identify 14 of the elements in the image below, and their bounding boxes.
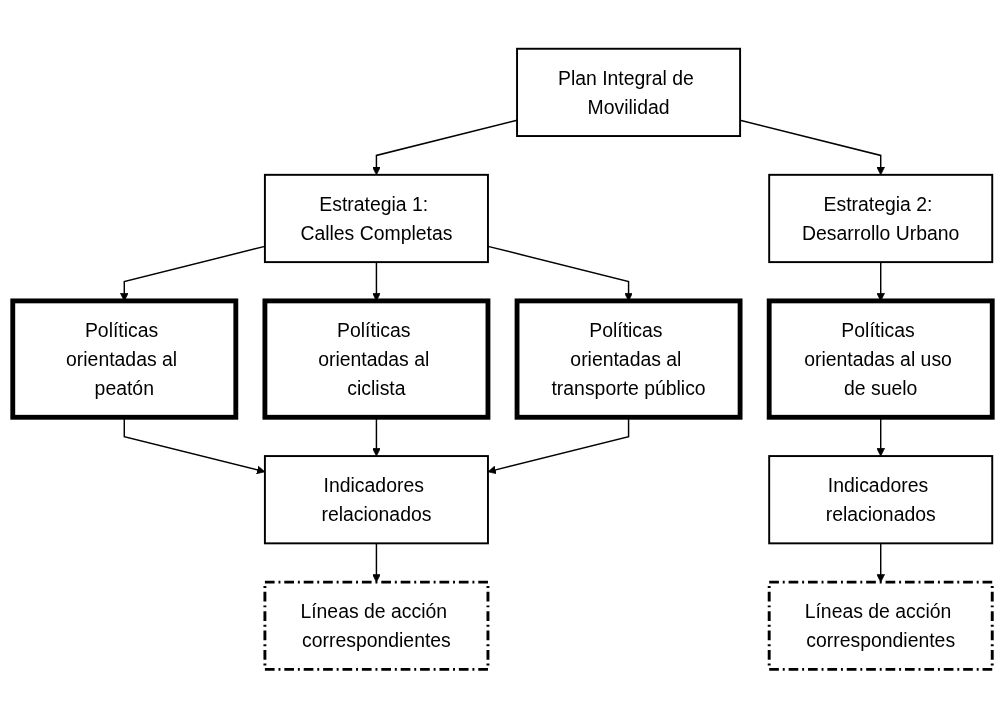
node-box: Políticas orientadas al transporte público [514,298,743,421]
node-box: Políticas orientadas al ciclista [262,298,491,421]
node-box: Líneas de acción correspondientes [263,581,490,672]
arrow [876,543,885,583]
node-box: Líneas de acción correspondientes [767,581,994,672]
node-box: Indicadores relacionados [768,455,994,545]
arrow [372,543,381,583]
arrow [372,119,518,176]
node-box: Políticas orientadas al peatón [10,298,239,421]
node-box: Indicadores relacionados [263,455,489,545]
node-box: Estrategia 2: Desarrollo Urbano [768,174,994,264]
node-box: Políticas orientadas al uso de suelo [766,298,995,421]
node-box: Plan Integral de Movilidad [516,48,742,138]
node-box: Estrategia 1: Calles Completas [263,174,489,264]
